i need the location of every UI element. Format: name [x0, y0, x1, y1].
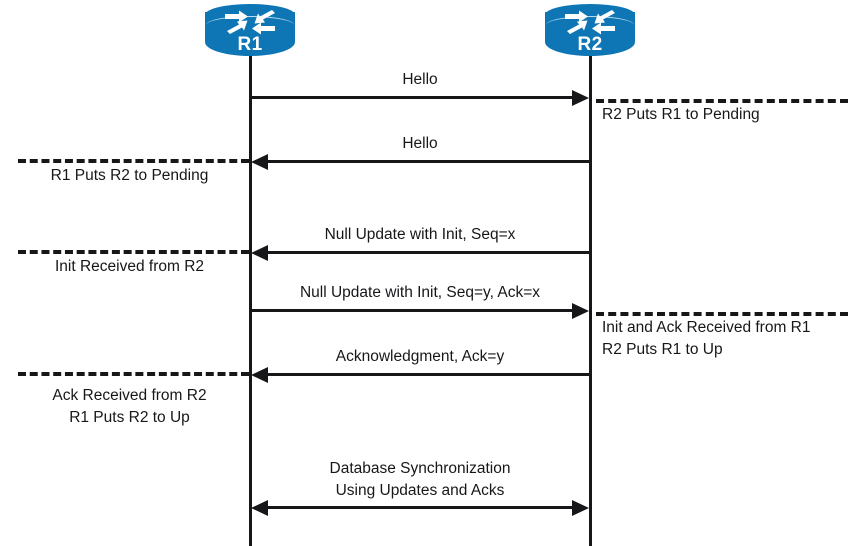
note-rule-init-received: [18, 250, 249, 254]
message-line-hello-1: [251, 96, 573, 99]
message-label-acknowledgment-acky: Acknowledgment, Ack=y: [335, 348, 505, 365]
note-text-r1-puts-r2-pending: R1 Puts R2 to Pending: [50, 167, 209, 184]
lifeline-r1: [249, 55, 252, 546]
router-arrows-icon: [225, 10, 275, 35]
router-body-r1: [205, 12, 295, 56]
router-arrows-icon: [565, 10, 615, 35]
message-line-hello-2: [266, 160, 589, 163]
message-line-null-update-init-seqx: [266, 251, 589, 254]
message-label-null-update-init-seqy-ackx: Null Update with Init, Seq=y, Ack=x: [299, 284, 541, 301]
message-line-database-sync: [266, 506, 573, 509]
note-rule-r2-pending: [596, 99, 848, 103]
message-label-database-sync-line2: Using Updates and Acks: [335, 482, 505, 499]
router-label-r2: R2: [577, 34, 603, 55]
message-label-hello-2: Hello: [402, 135, 438, 152]
note-text-r2-puts-r1-pending: R2 Puts R1 to Pending: [602, 106, 760, 123]
message-label-database-sync-line1: Database Synchronization: [329, 460, 511, 477]
message-arrowhead-left: [251, 244, 268, 261]
note-text-r1-puts-r2-up: R1 Puts R2 to Up: [69, 409, 190, 426]
message-arrowhead-left: [251, 366, 268, 383]
message-arrowhead-right: [572, 499, 589, 516]
router-label-r1: R1: [237, 34, 263, 55]
message-label-hello-1: Hello: [402, 71, 438, 88]
note-text-r2-puts-r1-up: R2 Puts R1 to Up: [602, 341, 723, 358]
router-node-r1[interactable]: R1: [205, 4, 295, 60]
note-text-init-and-ack-received-from-r1: Init and Ack Received from R1: [602, 319, 811, 336]
message-line-acknowledgment-acky: [266, 373, 589, 376]
router-body-r2: [545, 12, 635, 56]
message-arrowhead-left: [251, 499, 268, 516]
note-text-ack-received-from-r2: Ack Received from R2: [52, 387, 207, 404]
lifeline-r2: [589, 55, 592, 546]
message-arrowhead-right: [572, 89, 589, 106]
note-rule-ack-received: [18, 372, 249, 376]
message-arrowhead-right: [572, 302, 589, 319]
message-arrowhead-left: [251, 153, 268, 170]
message-label-null-update-init-seqx: Null Update with Init, Seq=x: [324, 226, 516, 243]
note-text-init-received-from-r2: Init Received from R2: [54, 258, 205, 275]
router-node-r2[interactable]: R2: [545, 4, 635, 60]
message-line-null-update-init-seqy-ackx: [251, 309, 573, 312]
note-rule-init-ack-received: [596, 312, 848, 316]
note-rule-r1-pending: [18, 159, 249, 163]
